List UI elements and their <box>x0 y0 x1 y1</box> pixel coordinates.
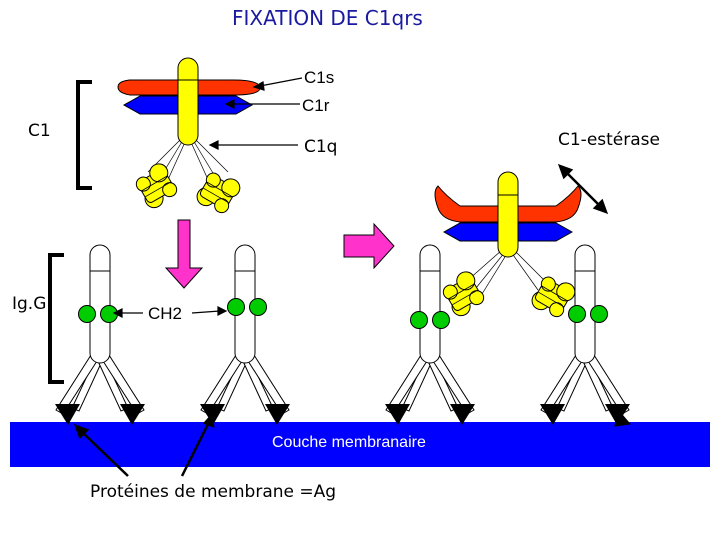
label-c1r: C1r <box>302 96 330 115</box>
diagram-title: FIXATION DE C1qrs <box>232 6 423 30</box>
label-ch2: CH2 <box>148 304 183 323</box>
igg-antibody <box>384 244 476 426</box>
c1-bracket <box>76 80 92 190</box>
label-c1-esterase: C1-estérase <box>558 130 660 150</box>
label-c1q: C1q <box>304 137 338 157</box>
label-membrane-layer: Couche membranaire <box>272 434 426 451</box>
igg-antibody <box>539 244 631 426</box>
down-arrow-icon <box>164 219 204 289</box>
igg-antibody <box>199 244 291 426</box>
igg-bracket <box>48 253 64 384</box>
c1-complex <box>118 58 260 217</box>
label-c1: C1 <box>28 121 51 141</box>
c1-complex-bound <box>435 172 581 321</box>
igg-antibody <box>54 244 146 426</box>
label-c1s: C1s <box>304 68 335 87</box>
membrane-layer <box>10 422 710 467</box>
label-igg: Ig.G <box>12 294 47 314</box>
label-membrane-proteins: Protéines de membrane =Ag <box>90 482 337 502</box>
right-arrow-icon <box>343 222 395 270</box>
